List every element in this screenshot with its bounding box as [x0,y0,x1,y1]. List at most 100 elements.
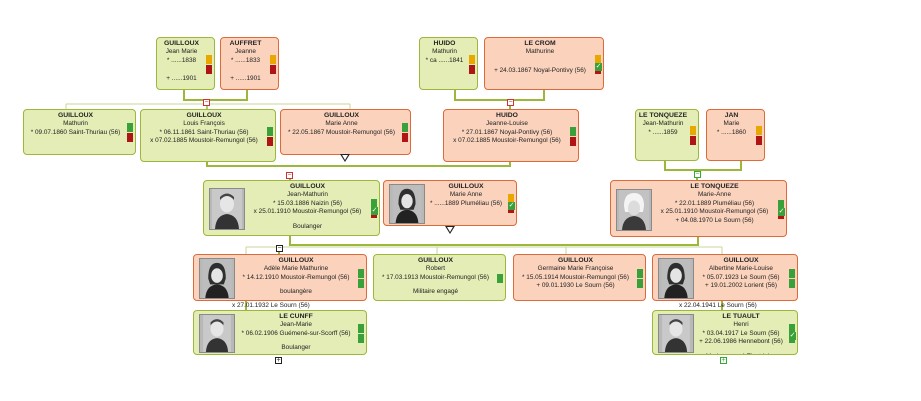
person-surname: LE CUNFF [279,313,313,320]
person-surname: GUILLOUX [278,257,314,264]
person-given-name: Marie [723,120,740,128]
source-status-bars [127,123,133,143]
plus-square-icon[interactable]: + [275,357,282,364]
source-status-bars [402,123,408,143]
person-event-line: + 22.06.1986 Hennebont (56) [699,338,783,346]
person-given-name: Henri [733,321,749,329]
person-event-line: * 22.05.1867 Moustoir-Remungol (56) [288,128,395,136]
person-event-line: + ......1901 [230,75,261,83]
person-event-line: * ......1838 [166,56,197,64]
portrait-photo [616,188,652,231]
person-given-name: Albertine Marie-Louise [709,265,773,273]
portrait-photo [199,314,235,353]
person-event-line: * 03.04.1917 Le Sourn (56) [702,329,780,337]
person-event-line: + 04.08.1970 Le Sourn (56) [675,216,754,224]
source-status-bars [789,268,795,289]
person-surname: GUILLOUX [557,257,594,264]
person-surname: GUILLOUX [417,257,454,264]
person-event-line: * ......1860 [716,128,747,136]
person-event-line: * ......1859 [648,128,678,136]
person-event-line: * 09.07.1860 Saint-Thuriau (56) [30,128,121,136]
minus-square-icon[interactable]: − [694,171,701,178]
plus-square-icon[interactable]: + [720,357,727,364]
person-occupation: Militaire engagé [412,288,459,296]
minus-square-icon[interactable]: − [507,99,514,106]
portrait-photo [199,258,235,299]
person-event-line: * ca ......1841 [425,56,464,64]
person-surname: GUILLOUX [289,183,326,190]
person-surname: GUILLOUX [57,112,94,119]
source-status-bars [756,126,762,146]
source-status-bars [206,54,212,75]
person-surname: GUILLOUX [163,40,200,47]
minus-square-icon[interactable]: − [276,245,283,252]
person-surname: GUILLOUX [323,112,360,119]
source-status-bars [270,54,276,75]
person-given-name: Jeanne-Louise [486,120,528,128]
person-given-name: Mathurin [432,48,457,56]
person-given-name: Jeanne [235,48,256,56]
person-surname: HUIDO [433,40,456,47]
person-event-line: * ......1833 [230,56,261,64]
person-event-line: * 15.05.1914 Moustoir-Remungol (56) [522,273,629,281]
person-event-line: * ......1889 Pluméliau (56) [429,199,503,207]
person-given-name: Jean-Mathurin [287,191,328,199]
person-surname: AUFFRET [229,40,262,47]
source-status-bars [570,126,576,147]
source-status-bars [267,126,273,147]
marriage-label: x 22.04.1941 Le Sourn (56) [679,302,757,309]
person-event-line: x 07.02.1885 Moustoir-Remungol (56) [453,137,561,145]
person-given-name: Marie Anne [325,120,358,128]
marriage-label: x 27.01.1932 Le Sourn (56) [232,302,310,309]
person-event-line: * 17.03.1913 Moustoir-Remungol (56) [382,273,489,281]
person-surname: HUIDO [496,112,518,119]
minus-square-icon[interactable]: − [286,172,293,179]
person-event-line: + ......1901 [166,75,197,83]
person-event-line: * 15.03.1886 Naizin (56) [273,199,342,207]
person-event-line: x 25.01.1910 Moustoir-Remungol (56) [253,208,362,216]
minus-square-icon[interactable]: − [203,99,210,106]
source-status-bars [497,273,503,284]
person-given-name: Mathurin [63,120,88,128]
person-given-name: Jean Marie [165,48,198,56]
person-event-line: * 27.01.1867 Noyal-Pontivy (56) [461,128,553,136]
person-given-name: Marie Anne [449,191,483,199]
check-icon: ✓ [778,207,785,216]
triangle-down-icon[interactable] [445,226,455,234]
person-given-name: Adèle Marie Mathurine [263,265,329,273]
triangle-down-icon[interactable] [340,154,350,162]
person-event-line: * 14.12.1910 Moustoir-Remungol (56) [242,273,350,281]
person-event-line: * 06.02.1906 Guémené-sur-Scorff (56) [241,329,351,337]
portrait-photo [389,184,425,224]
person-surname: LE TONQUEZE [690,183,739,190]
portrait-photo [209,188,245,230]
check-icon: ✓ [371,207,378,215]
person-event-line: + 09.01.1930 Le Sourn (56) [536,282,615,290]
person-given-name: Germaine Marie Françoise [537,265,614,273]
person-surname: GUILLOUX [723,257,759,264]
person-surname: LE TUAULT [722,313,760,320]
source-status-bars [358,323,364,344]
person-given-name: Robert [425,265,446,273]
person-event-line: + 19.01.2002 Lorient (56) [705,282,777,290]
